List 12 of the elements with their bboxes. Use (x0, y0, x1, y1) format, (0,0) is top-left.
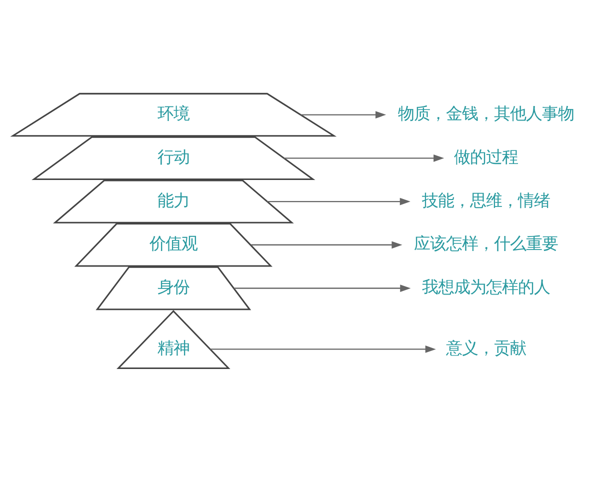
node-text: 应该怎样，什么重要 (414, 234, 558, 253)
arrow (267, 197, 410, 205)
node-text: 技能，思维，情绪 (422, 190, 550, 210)
node-text: 意义，贡献 (446, 338, 526, 358)
arrow (234, 284, 411, 292)
arrow (210, 345, 436, 352)
node-text: 做的过程 (454, 146, 518, 166)
arrow (300, 110, 386, 118)
node-text: 物质，金钱，其他人事物 (398, 104, 574, 123)
arrow (250, 240, 402, 248)
arrow (284, 154, 444, 162)
node-text: 我想成为怎样的人 (422, 277, 550, 296)
